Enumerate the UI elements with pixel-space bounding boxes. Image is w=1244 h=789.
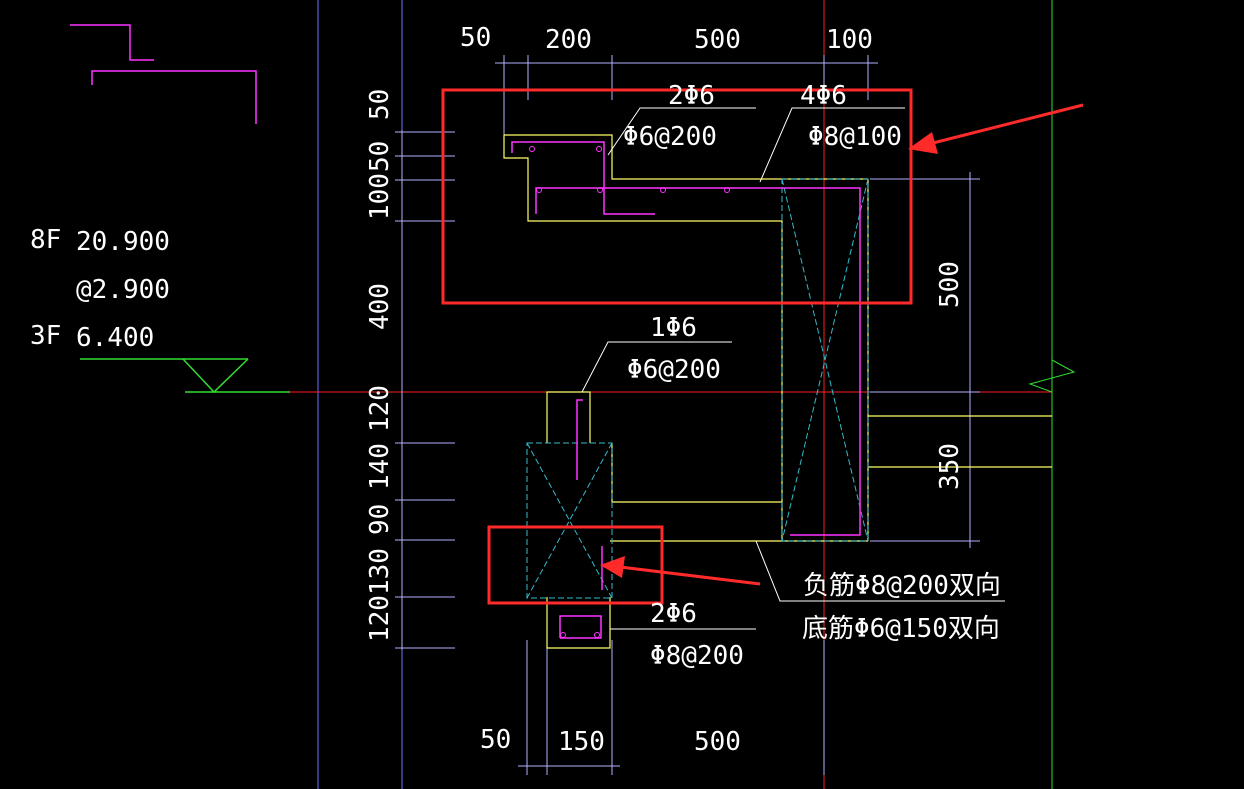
callout-lower-main: 2Φ6 <box>650 599 697 629</box>
rebar <box>511 141 861 639</box>
dim-bottom-1: 50 <box>480 725 511 755</box>
break-symbol <box>1028 359 1076 393</box>
dim-top-3: 500 <box>694 25 741 55</box>
callout-upper-right-main: 4Φ6 <box>800 81 847 111</box>
dim-left-1: 50 <box>365 89 395 120</box>
dimension-lines <box>395 55 980 775</box>
dim-top-4: 100 <box>826 25 873 55</box>
rebar-dots <box>529 146 730 638</box>
dim-left-9: 120 <box>365 595 395 642</box>
callout-upper-left-main: 2Φ6 <box>668 81 715 111</box>
callout-lower-stirrup: Φ8@200 <box>650 641 744 671</box>
dim-left-3: 100 <box>365 173 395 220</box>
arrow-upper <box>908 103 1084 154</box>
dim-left-7: 90 <box>365 504 395 535</box>
dim-left-5: 120 <box>365 385 395 432</box>
callout-slab-top: 负筋Φ8@200双向 <box>803 571 1001 601</box>
highlight-box-lower <box>487 525 664 605</box>
stair-symbol <box>70 24 257 124</box>
dim-top-2: 200 <box>545 25 592 55</box>
level-elev-3f: 6.400 <box>76 323 154 353</box>
dim-bottom-2: 150 <box>558 727 605 757</box>
dim-left-2: 50 <box>365 141 395 172</box>
dim-bottom-3: 500 <box>694 727 741 757</box>
level-elev-8f: 20.900 <box>76 227 170 257</box>
level-floor-8f: 8F <box>30 225 61 255</box>
level-floor-3f: 3F <box>30 321 61 351</box>
callout-upper-right-stirrup: Φ8@100 <box>808 122 902 152</box>
highlight-box-upper <box>441 88 913 305</box>
callout-upper-left-stirrup: Φ6@200 <box>623 122 717 152</box>
dim-top-1: 50 <box>460 23 491 53</box>
level-step: @2.900 <box>76 275 170 305</box>
dim-left-6: 140 <box>365 443 395 490</box>
arrow-lower <box>600 556 761 586</box>
callout-slab-bottom: 底筋Φ6@150双向 <box>802 614 1000 644</box>
dim-left-8: 130 <box>365 548 395 595</box>
dim-right-2: 350 <box>935 443 965 490</box>
level-marker <box>80 358 290 394</box>
callout-mid-main: 1Φ6 <box>650 313 697 343</box>
column-section <box>526 178 869 599</box>
leader-lines <box>581 107 1005 630</box>
callout-mid-stirrup: Φ6@200 <box>627 355 721 385</box>
dim-left-4: 400 <box>365 283 395 330</box>
dim-right-1: 500 <box>935 261 965 308</box>
